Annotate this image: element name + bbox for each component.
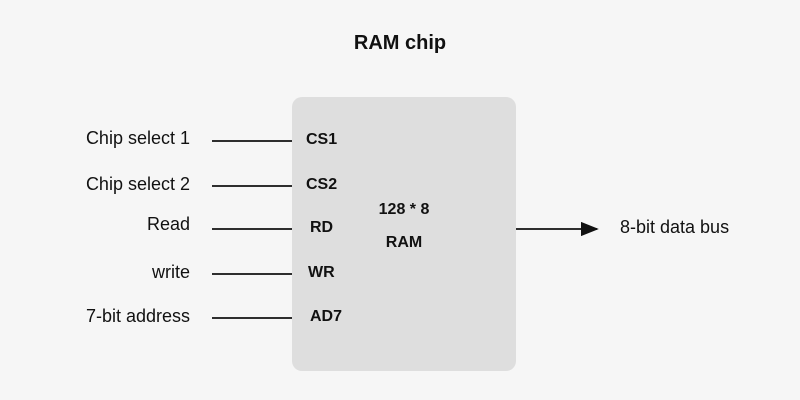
input-label-write: write xyxy=(151,262,190,282)
diagram-title: RAM chip xyxy=(353,32,447,54)
chip-type-label: RAM xyxy=(385,234,423,251)
output-label-data-bus: 8-bit data bus xyxy=(620,217,730,237)
input-label-chip-select-2: Chip select 2 xyxy=(85,174,190,194)
chip-size-label: 128 * 8 xyxy=(378,201,430,218)
pin-wr: WR xyxy=(308,264,335,281)
input-label-chip-select-1: Chip select 1 xyxy=(85,128,190,148)
pin-rd: RD xyxy=(310,219,334,236)
pin-cs1: CS1 xyxy=(306,131,338,148)
input-label-read: Read xyxy=(146,214,190,234)
pin-cs2: CS2 xyxy=(306,176,338,193)
input-label-address: 7-bit address xyxy=(85,306,190,326)
ram-chip-block: 128 * 8 RAM xyxy=(292,97,516,371)
pin-ad7: AD7 xyxy=(310,308,343,325)
